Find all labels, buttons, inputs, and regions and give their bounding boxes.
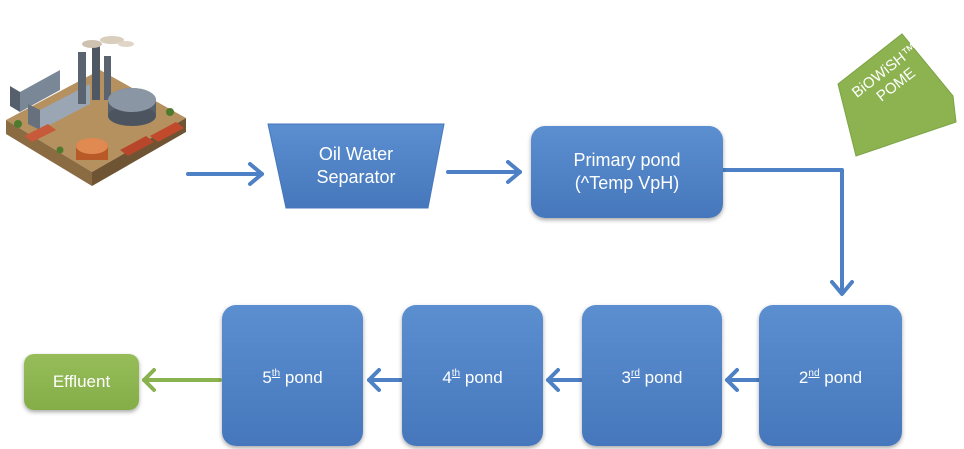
biowish-tag-shape [837,33,957,157]
pond-4th-number: 4 [442,367,452,387]
pond-5th-label: pond [284,367,323,387]
factory-icon [6,36,186,186]
arrow-separator-to-primary [446,160,522,184]
arrow-3rd-to-4th [546,368,583,392]
primary-pond-line2: (^Temp VpH) [574,173,680,193]
pond-5th-suffix: th [271,367,281,379]
effluent-label: Effluent [52,372,111,391]
pond-5th: 5th pond [222,305,363,446]
effluent: Effluent [24,354,139,410]
pond-2nd: 2nd pond [759,305,902,446]
oil-water-separator-line2: Separator [316,167,396,187]
pond-2nd-number: 2 [798,367,809,387]
arrow-factory-to-separator [186,162,264,186]
pond-3rd-number: 3 [621,367,631,387]
oil-water-separator-shape [267,123,445,209]
arrow-2nd-to-3rd [725,368,760,392]
pond-4th: 4th pond [402,305,543,446]
arrow-4th-to-5th [367,368,403,392]
pond-3rd: 3rd pond [582,305,722,446]
pond-5th-number: 5 [262,367,272,387]
primary-pond-line1: Primary pond [573,150,681,170]
primary-pond: Primary pond (^Temp VpH) [531,126,723,218]
oil-water-separator-line1: Oil Water [318,144,394,164]
pond-2nd-label: pond [824,367,863,387]
pond-3rd-label: pond [644,367,683,387]
pond-4th-suffix: th [451,367,461,379]
pond-4th-label: pond [464,367,503,387]
pond-2nd-suffix: nd [808,367,820,379]
arrow-5th-to-effluent [142,368,222,392]
oil-water-separator: Oil Water Separator [268,124,444,208]
arrow-primary-to-2nd [722,168,854,296]
pond-3rd-suffix: rd [631,367,640,379]
